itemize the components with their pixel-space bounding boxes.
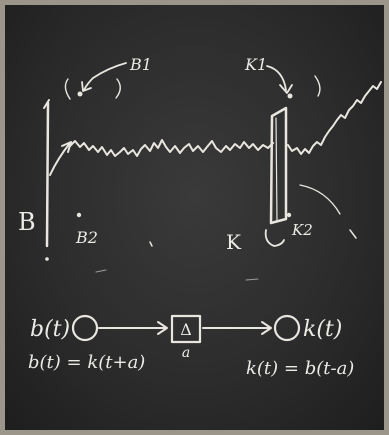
k2-point	[286, 212, 292, 218]
signal-pointer-head	[61, 141, 72, 153]
b-axis-tip	[43, 99, 50, 109]
chalk-mark	[349, 229, 357, 239]
flow-arrow-1-head	[157, 321, 168, 335]
flow-arrow-2-head	[261, 321, 272, 335]
label-b: B	[18, 208, 36, 236]
b1-point	[77, 91, 83, 97]
chalk-smudge	[245, 278, 259, 281]
b1-tick-right	[115, 78, 121, 99]
b1-arrow-head	[81, 81, 92, 92]
label-b1: B1	[129, 55, 152, 74]
flow-target-node	[273, 314, 301, 342]
flow-target-label: k(t)	[303, 317, 342, 342]
equation-right: k(t) = b(t-a)	[246, 358, 354, 379]
b1-arrow	[83, 62, 127, 91]
chalk-dot	[45, 257, 49, 261]
k2-side-stroke	[299, 184, 341, 215]
b2-point	[76, 212, 82, 218]
k2-hook	[264, 229, 285, 247]
label-k2: K2	[291, 221, 313, 239]
k1-arrow	[266, 65, 287, 91]
noisy-signal-curve-right	[287, 81, 382, 155]
delay-box	[170, 314, 202, 344]
delay-symbol: Δ	[180, 320, 192, 339]
delay-param: a	[182, 345, 190, 361]
label-k1: K1	[244, 55, 267, 74]
equation-left: b(t) = k(t+a)	[28, 352, 145, 373]
flow-source-label: b(t)	[30, 317, 70, 342]
chalk-smudge	[95, 269, 107, 273]
k1-arrow-head	[279, 84, 293, 94]
k1-point	[287, 93, 293, 99]
noisy-signal-curve	[69, 139, 274, 157]
chalk-mark	[149, 241, 153, 247]
k1-gate-shade	[275, 117, 278, 221]
b-axis-line	[45, 101, 50, 248]
label-b2: B2	[75, 228, 98, 247]
k1-tick-right	[314, 75, 321, 97]
flow-source-node	[71, 314, 99, 342]
label-k: K	[226, 230, 242, 254]
k1-gate-bar	[269, 106, 288, 225]
b1-tick-left	[64, 78, 71, 100]
signal-pointer-arrow	[49, 142, 71, 176]
